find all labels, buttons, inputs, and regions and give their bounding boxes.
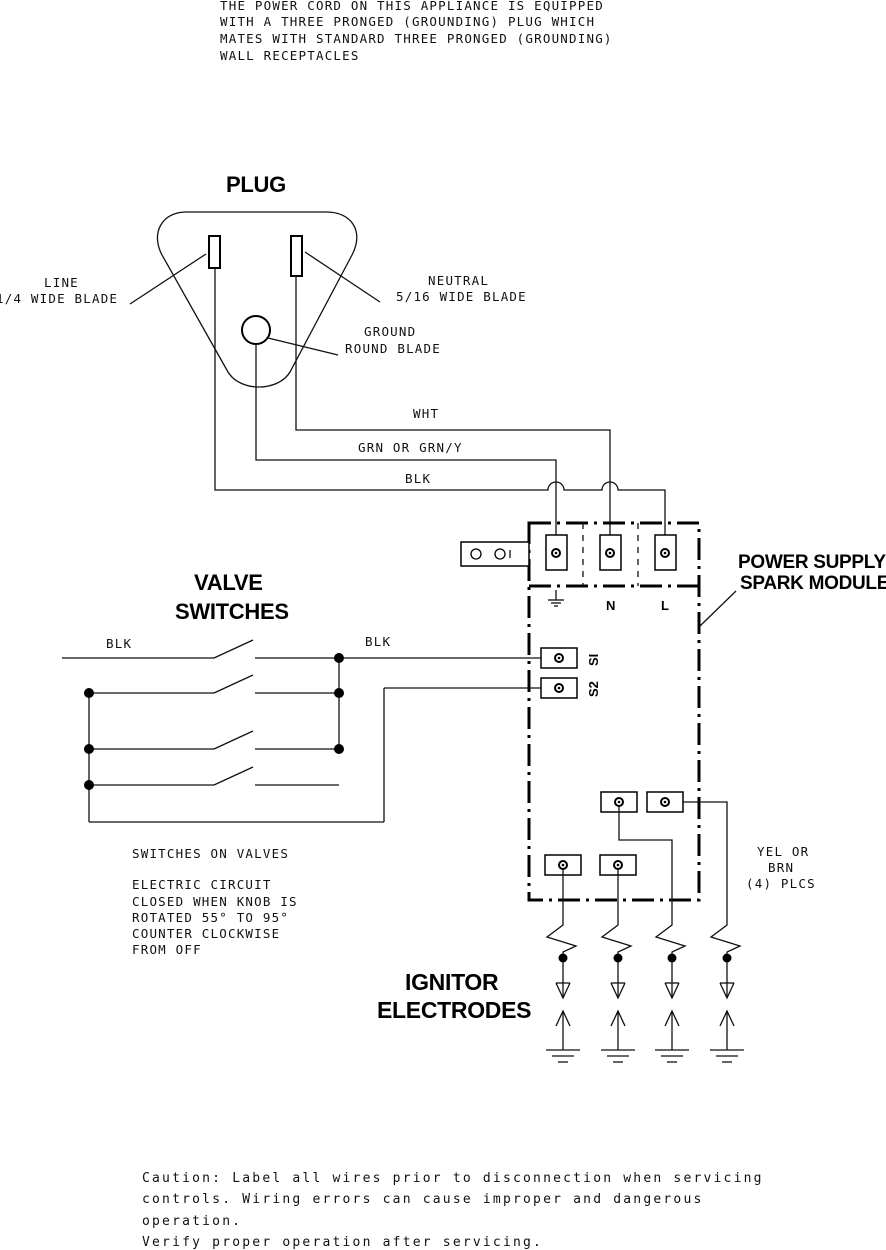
valve-note-line-6: COUNTER CLOCKWISE (132, 926, 280, 941)
plug-title: PLUG (226, 172, 286, 197)
wht-label: WHT (413, 406, 439, 421)
terminal-s2 (540, 677, 578, 699)
s1-label: SI (586, 654, 601, 666)
terminal-l-label: L (661, 598, 669, 613)
caution-line-2: controls. Wiring errors can cause improp… (142, 1192, 704, 1207)
yel-label-line-3: (4) PLCS (746, 876, 816, 891)
terminal-line (654, 534, 677, 571)
ground-label: GROUND (364, 324, 416, 339)
valve-switch-network (62, 639, 541, 823)
neutral-label-size: 5/16 WIDE BLADE (396, 289, 527, 304)
electrode-2 (601, 953, 635, 1063)
spark-terminal-1 (544, 854, 582, 876)
neutral-leader (304, 251, 381, 303)
yel-label-line-1: YEL OR (757, 844, 809, 859)
blk-left-label: BLK (106, 636, 132, 651)
terminal-ground (545, 534, 568, 571)
electrode-4 (710, 953, 744, 1063)
header-note-line-3: MATES WITH STANDARD THREE PRONGED (GROUN… (220, 31, 613, 46)
ground-leader (267, 337, 339, 356)
electrode-3 (655, 953, 689, 1063)
neutral-label: NEUTRAL (428, 273, 489, 288)
valve-note-line-5: ROTATED 55° TO 95° (132, 910, 289, 925)
header-note-line-4: WALL RECEPTACLES (220, 48, 360, 63)
ignitor-title-line-1: IGNITOR (405, 969, 499, 995)
electrode-wires (545, 801, 742, 958)
valve-switches-title-line-1: VALVE (194, 570, 263, 595)
valve-note-line-4: CLOSED WHEN KNOB IS (132, 894, 298, 909)
grn-label: GRN OR GRN/Y (358, 440, 463, 455)
module-title-line-2: SPARK MODULE (740, 573, 886, 594)
caution-line-4: Verify proper operation after servicing. (142, 1235, 543, 1250)
line-label-size: 1/4 WIDE BLADE (0, 291, 118, 306)
module-title-line-1: POWER SUPPLY+ (738, 552, 886, 573)
header-note-line-2: WITH A THREE PRONGED (GROUNDING) PLUG WH… (220, 14, 595, 29)
neutral-blade (290, 235, 303, 277)
caution-line-1: Caution: Label all wires prior to discon… (142, 1171, 764, 1186)
terminal-n-label: N (606, 598, 615, 613)
ignitor-title-line-2: ELECTRODES (377, 997, 531, 1023)
header-note: THE POWER CORD ON THIS APPLIANCE IS EQUI… (220, 0, 613, 63)
blk-right-label: BLK (365, 634, 391, 649)
valve-note-line-1: SWITCHES ON VALVES (132, 846, 289, 861)
electrode-1 (546, 953, 580, 1063)
caution-note: Caution: Label all wires prior to discon… (142, 1171, 764, 1250)
valve-switches-title-line-2: SWITCHES (175, 599, 289, 624)
valve-note: SWITCHES ON VALVES ELECTRIC CIRCUIT CLOS… (132, 846, 298, 957)
cord-wires (214, 268, 666, 555)
valve-note-line-7: FROM OFF (132, 942, 202, 957)
ground-bracket (460, 541, 530, 567)
module-leader (699, 590, 737, 627)
power-supply-box (527, 521, 701, 902)
yel-label-line-2: BRN (768, 860, 794, 875)
terminal-neutral (599, 534, 622, 571)
valve-note-line-3: ELECTRIC CIRCUIT (132, 877, 272, 892)
ground-symbol-icon (548, 590, 564, 607)
plug-outline (156, 211, 358, 388)
header-note-line-1: THE POWER CORD ON THIS APPLIANCE IS EQUI… (220, 0, 604, 13)
spark-terminal-4 (646, 791, 684, 813)
s2-label: S2 (586, 681, 601, 697)
line-leader (129, 253, 207, 305)
line-blade (208, 235, 221, 269)
ground-blade (241, 315, 271, 345)
ground-label-type: ROUND BLADE (345, 341, 441, 356)
blk-top-label: BLK (405, 471, 431, 486)
caution-line-3: operation. (142, 1214, 242, 1229)
terminal-s1 (540, 647, 578, 669)
line-label: LINE (44, 275, 79, 290)
